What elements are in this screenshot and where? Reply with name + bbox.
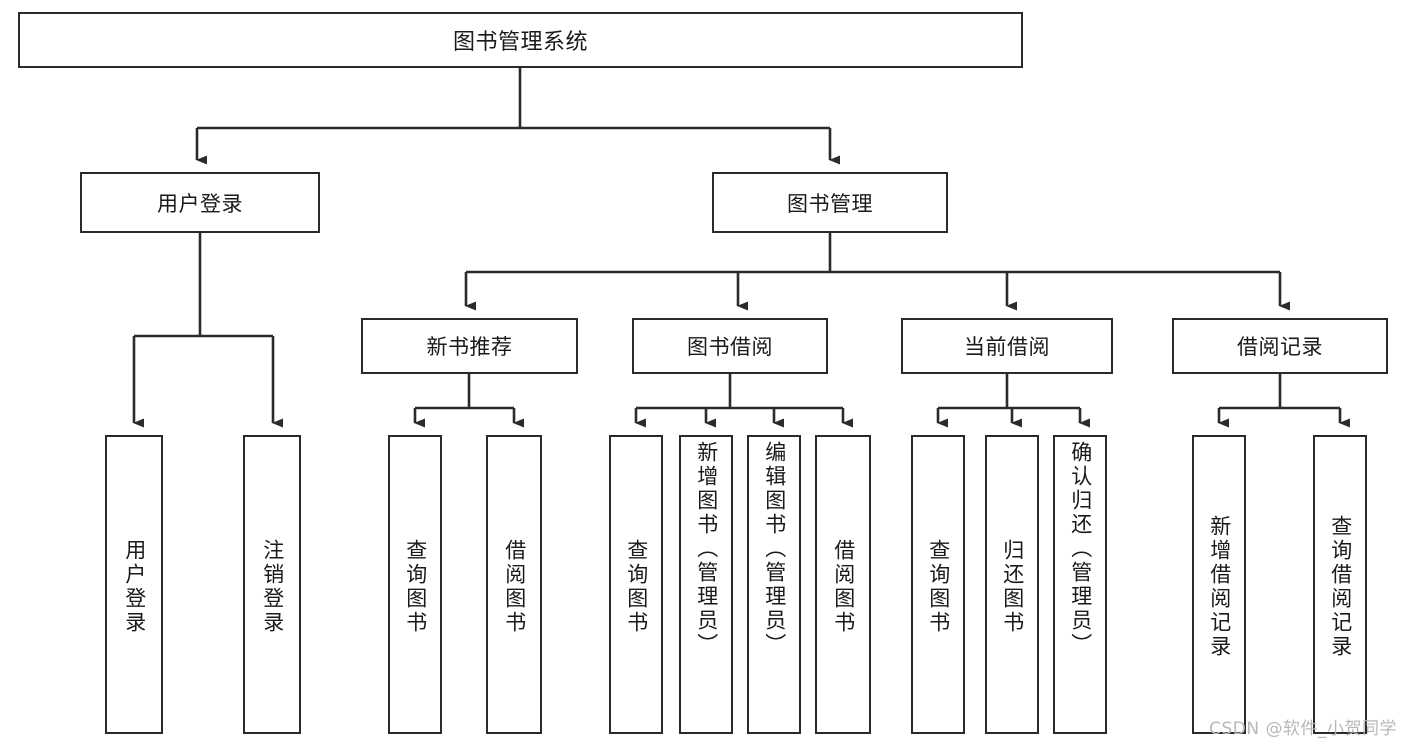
node-leaf-query-record[interactable]: 查询借阅记录 (1313, 435, 1367, 734)
node-leaf-borrow-book-rec-label: 借阅图书 (502, 538, 527, 635)
node-leaf-user-login[interactable]: 用户登录 (105, 435, 163, 734)
node-leaf-query-book-br[interactable]: 查询图书 (609, 435, 663, 734)
node-leaf-return-book-label: 归还图书 (1000, 538, 1025, 635)
node-leaf-query-book-rec-label: 查询图书 (403, 538, 428, 635)
node-user-login[interactable]: 用户登录 (80, 172, 320, 233)
node-leaf-edit-book[interactable]: 编辑图书（管理员） (747, 435, 801, 734)
node-leaf-borrow-book-rec[interactable]: 借阅图书 (486, 435, 542, 734)
node-new-book-rec[interactable]: 新书推荐 (361, 318, 578, 374)
node-leaf-add-book[interactable]: 新增图书（管理员） (679, 435, 733, 734)
node-book-borrow-label: 图书借阅 (687, 335, 773, 359)
node-leaf-borrow-book-br-label: 借阅图书 (831, 538, 856, 635)
node-leaf-add-record-label: 新增借阅记录 (1207, 514, 1232, 659)
node-user-login-label: 用户登录 (157, 191, 243, 216)
node-leaf-add-book-label: 新增图书（管理员） (694, 441, 719, 657)
node-current-borrow-label: 当前借阅 (964, 335, 1050, 359)
node-leaf-query-book-rec[interactable]: 查询图书 (388, 435, 442, 734)
node-leaf-edit-book-label: 编辑图书（管理员） (762, 441, 787, 657)
node-book-manage[interactable]: 图书管理 (712, 172, 948, 233)
node-borrow-record[interactable]: 借阅记录 (1172, 318, 1388, 374)
node-leaf-logout[interactable]: 注销登录 (243, 435, 301, 734)
node-leaf-logout-label: 注销登录 (260, 538, 285, 635)
watermark-text: CSDN @软件_小贺同学 (1209, 719, 1397, 739)
node-new-book-rec-label: 新书推荐 (426, 335, 513, 359)
node-leaf-confirm-return-label: 确认归还（管理员） (1068, 441, 1093, 657)
node-leaf-query-book-cb-label: 查询图书 (926, 538, 951, 635)
node-book-manage-label: 图书管理 (787, 191, 873, 216)
node-root-label: 图书管理系统 (452, 30, 588, 55)
node-leaf-user-login-label: 用户登录 (122, 538, 147, 635)
node-leaf-return-book[interactable]: 归还图书 (985, 435, 1039, 734)
node-root[interactable]: 图书管理系统 (18, 12, 1023, 68)
node-book-borrow[interactable]: 图书借阅 (632, 318, 828, 374)
node-leaf-confirm-return[interactable]: 确认归还（管理员） (1053, 435, 1107, 734)
node-leaf-query-book-br-label: 查询图书 (624, 538, 649, 635)
node-leaf-query-book-cb[interactable]: 查询图书 (911, 435, 965, 734)
node-leaf-borrow-book-br[interactable]: 借阅图书 (815, 435, 871, 734)
node-borrow-record-label: 借阅记录 (1237, 335, 1323, 359)
node-leaf-query-record-label: 查询借阅记录 (1328, 514, 1353, 659)
node-leaf-add-record[interactable]: 新增借阅记录 (1192, 435, 1246, 734)
node-current-borrow[interactable]: 当前借阅 (901, 318, 1113, 374)
